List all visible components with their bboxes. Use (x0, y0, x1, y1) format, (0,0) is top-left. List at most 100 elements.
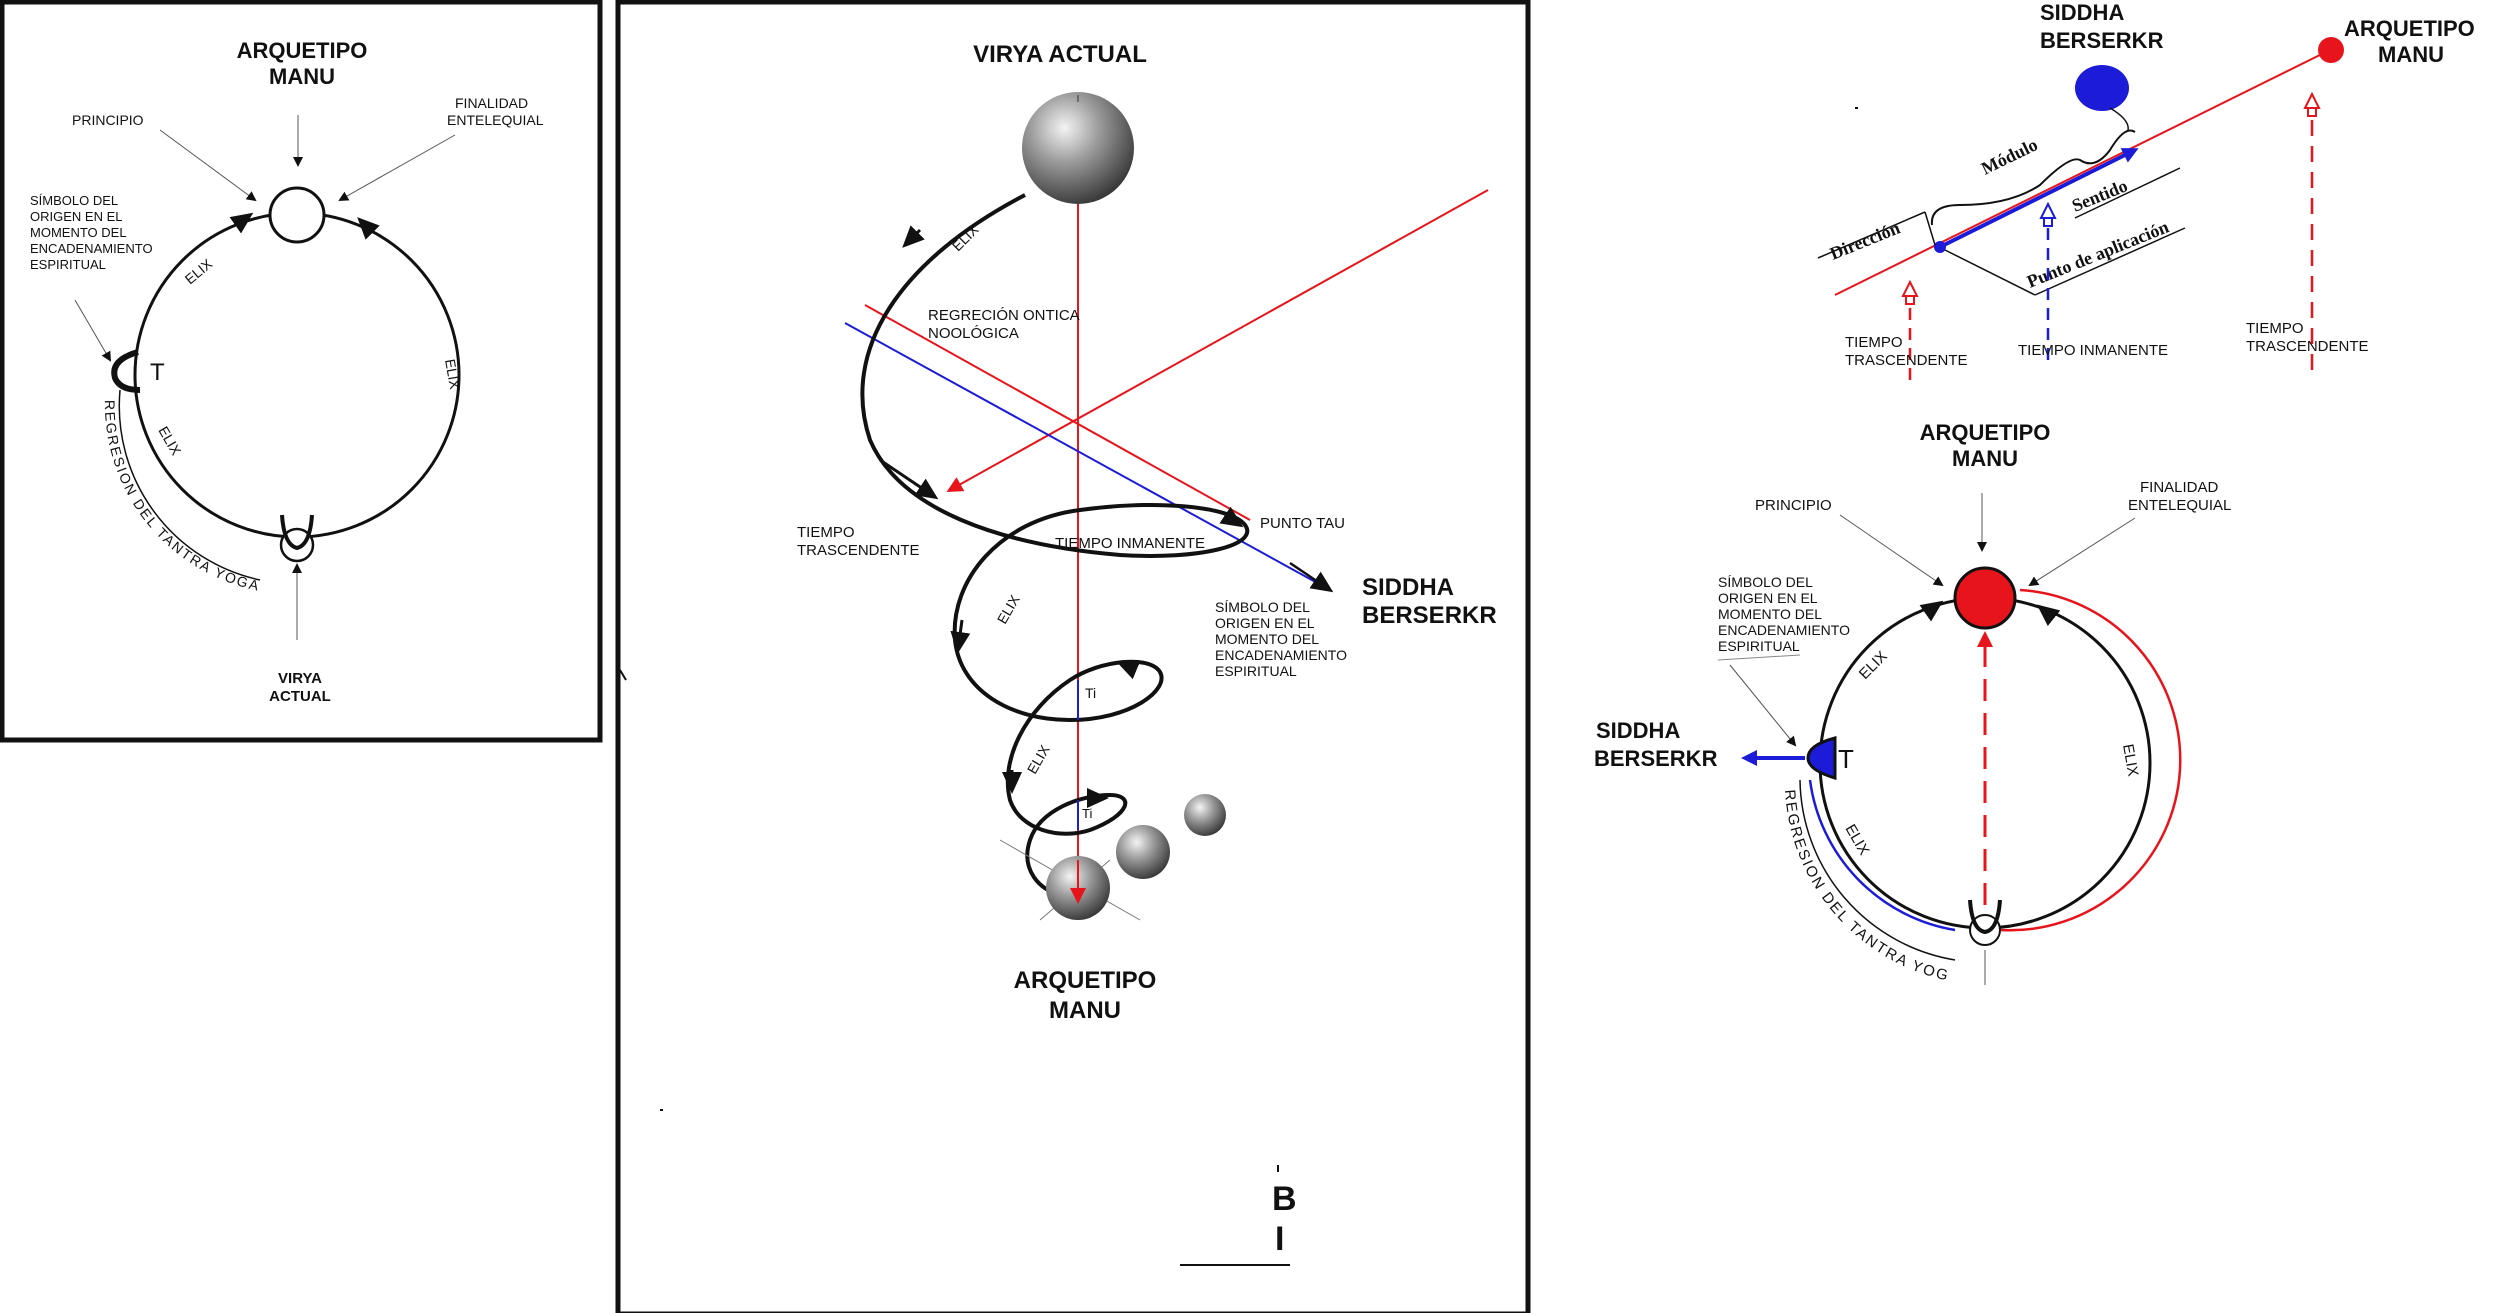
p3-trascendente-2b: TRASCENDENTE (2246, 338, 2369, 355)
p1-virya-label: VIRYA (278, 670, 322, 687)
p3-manu-label: MANU (2378, 42, 2444, 67)
svg-text:ESPIRITUAL: ESPIRITUAL (1718, 638, 1800, 654)
p2-regresion-label-2: NOOLÓGICA (928, 325, 1019, 342)
svg-text:ORIGEN EN EL: ORIGEN EN EL (1718, 590, 1818, 606)
p2-small-sphere (1184, 794, 1226, 836)
p3-sentido-line (2074, 167, 2181, 219)
svg-text:ESPIRITUAL: ESPIRITUAL (30, 257, 106, 272)
p1-entelequial-label: ENTELEQUIAL (447, 112, 544, 128)
p2-spiral-arrow-4 (950, 619, 971, 654)
p1-bottom-circle (279, 527, 315, 563)
p1-arrow-top-left (229, 212, 254, 234)
panel-2-spiral-diagram: VIRYA ACTUAL ELIX REGRECIÓN ONTICA NOOLÓ… (615, 0, 1531, 1313)
p1-elix-label-3: ELIX (155, 424, 184, 459)
p2-regresion-label-1: REGRECIÓN ONTICA (928, 307, 1080, 324)
p4-regresion-line (1799, 779, 1956, 961)
p1-simbolo-text: SÍMBOLO DEL ORIGEN EN EL MOMENTO DEL ENC… (30, 193, 153, 272)
p2-virya-actual-label: VIRYA ACTUAL (973, 41, 1147, 68)
p4-berserkr-label: BERSERKR (1594, 746, 1718, 771)
p3-red-hollow-arrow-1 (1901, 279, 1919, 305)
p2-spiral-arrow-5 (1116, 660, 1141, 680)
p4-simbolo-arrow (1729, 664, 1797, 747)
p2-tiempo-trascendente-1: TIEMPO (797, 524, 855, 541)
p4-manu-label: MANU (1952, 446, 2018, 471)
p3-modulo-brace (1930, 129, 2136, 226)
p3-trascendente-2a: TIEMPO (2246, 320, 2304, 337)
p1-finalidad-label: FINALIDAD (455, 95, 528, 111)
p4-finalidad-arrow (2028, 517, 2136, 587)
p2-simbolo-text: SÍMBOLO DEL ORIGEN EN EL MOMENTO DEL ENC… (1215, 599, 1347, 679)
svg-text:SÍMBOLO DEL: SÍMBOLO DEL (1718, 574, 1813, 590)
p3-red-direction-line (1834, 49, 2331, 296)
p3-punto-line-2 (2034, 227, 2186, 296)
p3-blue-dot-stem (2109, 107, 2129, 131)
p3-berserkr-label: BERSERKR (2040, 28, 2164, 53)
p3-red-hollow-arrow-2 (2303, 91, 2321, 117)
p2-siddha-label: SIDDHA (1362, 574, 1454, 601)
p1-t-hook (111, 349, 141, 393)
p4-virya-symbol (1968, 899, 2002, 935)
p1-actual-label: ACTUAL (269, 688, 331, 705)
p2-spiral-path (860, 193, 1250, 897)
p1-finalidad-arrow (338, 134, 456, 201)
p1-arrow-top-right (357, 217, 380, 240)
p1-simbolo-arrow (74, 299, 112, 362)
p3-red-manu-dot (2318, 37, 2344, 63)
p4-arrow-top-left (1919, 600, 1944, 622)
p3-direccion-label: Dirección (1827, 218, 1903, 264)
p4-finalidad-label: FINALIDAD (2140, 479, 2219, 496)
p3-direccion-line (1817, 211, 1926, 259)
p2-spiral-arrow-3 (1219, 506, 1244, 528)
p1-manu-label: MANU (269, 64, 335, 89)
p4-arrow-top-right (2036, 604, 2061, 627)
p3-siddha-label: SIDDHA (2040, 0, 2124, 25)
p2-elix-label-1: ELIX (949, 221, 982, 254)
p4-t-hook (1806, 736, 1837, 781)
p3-punto-line-1 (1944, 249, 2036, 296)
p3-arquetipo-label: ARQUETIPO (2344, 16, 2475, 41)
p4-siddha-label: SIDDHA (1596, 718, 1680, 743)
p2-spiral-arrow-1 (902, 225, 925, 248)
panel-1-circle-diagram: ARQUETIPO MANU PRINCIPIO FINALIDAD ENTEL… (0, 0, 603, 743)
p3-application-point (1934, 241, 1946, 253)
p2-arquetipo-label: ARQUETIPO (1014, 967, 1157, 994)
p1-virya-symbol (280, 514, 314, 551)
svg-text:ORIGEN EN EL: ORIGEN EN EL (1215, 615, 1315, 631)
p2-tiempo-inmanente-label: TIEMPO INMANENTE (1055, 535, 1205, 552)
p2-ti-label-2: Ti (1082, 806, 1092, 821)
p4-elix-label-2: ELIX (2119, 743, 2141, 778)
p4-blue-regresion-arc (1808, 779, 1956, 932)
p2-ti-label-1: Ti (1085, 685, 1096, 701)
p2-manu-label: MANU (1049, 997, 1121, 1024)
p4-red-manu-circle (1953, 566, 2017, 630)
p3-tiempo-inmanente: TIEMPO INMANENTE (2018, 342, 2168, 359)
p2-virya-sphere (1022, 92, 1134, 204)
p3-blue-hollow-arrow (2039, 201, 2057, 227)
p2-punto-tau-label: PUNTO TAU (1260, 515, 1345, 532)
p2-medium-sphere (1116, 825, 1170, 879)
p1-t-label: T (150, 359, 165, 386)
p3-blue-vector (1939, 148, 2139, 249)
p2-spiral-arrow-2 (879, 458, 939, 500)
p2-blue-diagonal (844, 322, 1331, 591)
svg-text:MOMENTO DEL: MOMENTO DEL (30, 225, 127, 240)
p3-direccion-tick (1924, 211, 1936, 246)
p4-regresion-label: REGRESION DEL TANTRA YOGA (0, 0, 1949, 985)
p4-entelequial-label: ENTELEQUIAL (2128, 497, 2231, 514)
panel-1-frame (0, 0, 603, 743)
p3-modulo-label: Módulo (1978, 134, 2041, 178)
p4-t-label: T (1838, 744, 1854, 774)
p2-elix-label-3: ELIX (1024, 742, 1053, 777)
panel-2-frame (615, 0, 1531, 1313)
svg-text:ENCADENAMIENTO: ENCADENAMIENTO (1718, 622, 1850, 638)
p2-red-diagonal-up (946, 189, 1489, 492)
p1-elix-label-2: ELIX (442, 358, 463, 391)
p4-arquetipo-label: ARQUETIPO (1920, 420, 2051, 445)
p1-principio-label: PRINCIPIO (72, 112, 144, 128)
p2-siddha-arrow (1289, 561, 1334, 593)
svg-text:SÍMBOLO DEL: SÍMBOLO DEL (30, 193, 118, 208)
p1-regresion-line (118, 389, 261, 581)
p4-simbolo-underline (1717, 654, 1801, 661)
p1-top-circle (268, 186, 326, 244)
